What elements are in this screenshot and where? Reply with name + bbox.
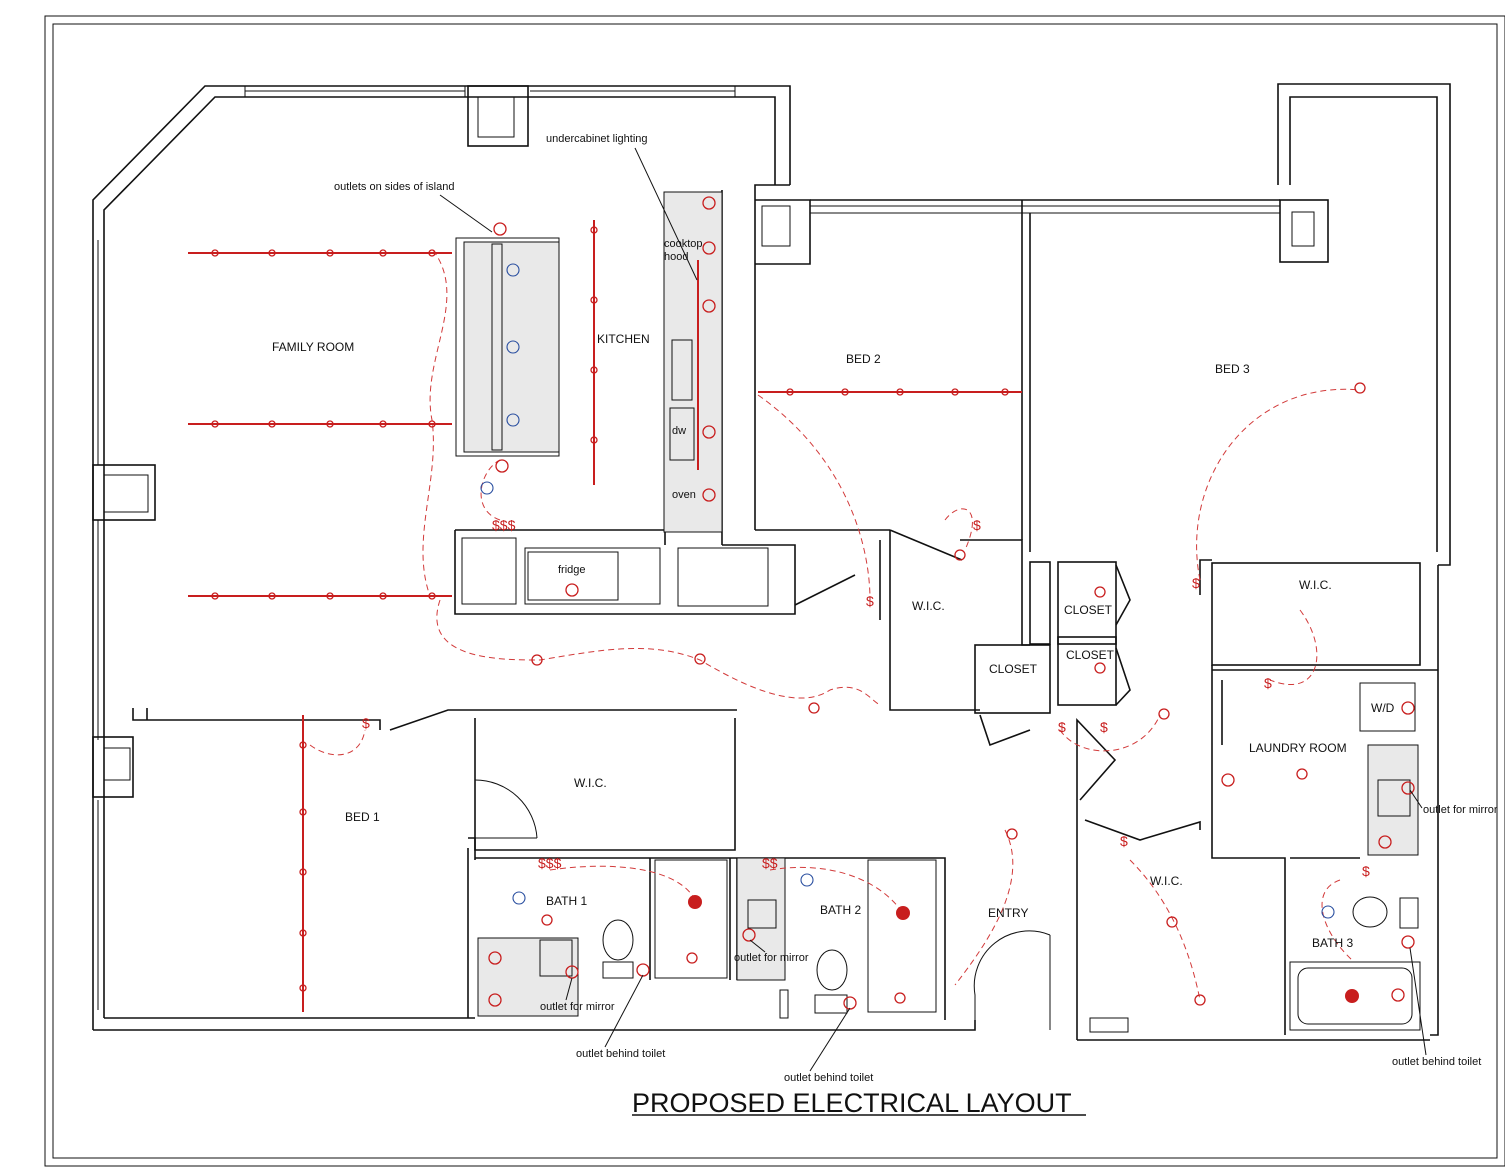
label-wic-bed2: W.I.C.	[912, 599, 945, 613]
switch-wic3: $	[1120, 833, 1128, 849]
track-light-17	[896, 388, 904, 396]
switch-wiring	[309, 249, 1361, 1001]
fixture-labels: cooktop hood dw oven fridge	[558, 238, 703, 576]
track-light-10	[211, 592, 219, 600]
track-light-26	[299, 868, 307, 876]
label-bed1: BED 1	[345, 810, 380, 824]
note-mirror-bath1: outlet for mirror	[540, 1001, 615, 1013]
label-wd: W/D	[1371, 701, 1395, 715]
track-light-5	[211, 420, 219, 428]
track-light-25	[299, 808, 307, 816]
track-light-13	[379, 592, 387, 600]
label-family-room: FAMILY ROOM	[272, 340, 354, 354]
track-light-2	[326, 249, 334, 257]
label-bath3: BATH 3	[1312, 936, 1353, 950]
switches: $$$ $ $ $ $ $ $ $ $$$ $$ $ $	[362, 517, 1370, 879]
label-entry: ENTRY	[988, 906, 1028, 920]
switch-wic: $	[973, 517, 981, 533]
switch-closet2: $	[1100, 719, 1108, 735]
track-light-20	[590, 226, 598, 234]
label-closet-c: CLOSET	[989, 662, 1038, 676]
track-light-11	[268, 592, 276, 600]
label-fridge: fridge	[558, 564, 586, 576]
track-light-22	[590, 366, 598, 374]
wet-area-lights	[688, 895, 1359, 1003]
label-kitchen: KITCHEN	[597, 332, 650, 346]
track-light-8	[379, 420, 387, 428]
label-wic-bed1: W.I.C.	[574, 776, 607, 790]
switch-kitchen: $$$	[492, 517, 516, 533]
label-bath1: BATH 1	[546, 894, 587, 908]
switch-bed2: $	[866, 593, 874, 609]
track-light-16	[841, 388, 849, 396]
label-dw: dw	[672, 425, 686, 437]
label-closet-a: CLOSET	[1064, 603, 1113, 617]
note-mirror-bath2: outlet for mirror	[734, 952, 809, 964]
label-bed2: BED 2	[846, 352, 881, 366]
inner-frame	[52, 23, 1498, 1159]
note-undercabinet: undercabinet lighting	[546, 133, 648, 145]
track-light-21	[590, 296, 598, 304]
outer-frame	[44, 15, 1505, 1167]
track-light-3	[379, 249, 387, 257]
switch-closet: $	[1058, 719, 1066, 735]
switch-bath2: $$	[762, 855, 778, 871]
track-light-19	[1001, 388, 1009, 396]
track-light-28	[299, 984, 307, 992]
recessed-lights	[480, 263, 1335, 919]
switch-laundry: $	[1264, 675, 1272, 691]
ceiling-fixtures	[531, 382, 1366, 1006]
track-light-7	[326, 420, 334, 428]
track-light-18	[951, 388, 959, 396]
switch-bath1: $$$	[538, 855, 562, 871]
label-hood: hood	[664, 251, 688, 263]
track-light-24	[299, 741, 307, 749]
room-labels: FAMILY ROOM KITCHEN BED 2 BED 3 W.I.C. C…	[272, 332, 1395, 950]
label-wic-bed3: W.I.C.	[1299, 578, 1332, 592]
track-light-6	[268, 420, 276, 428]
note-toilet-bath1: outlet behind toilet	[576, 1048, 665, 1060]
track-light-23	[590, 436, 598, 444]
track-light-12	[326, 592, 334, 600]
lighting-tracks	[188, 220, 1022, 1012]
track-light-9	[428, 420, 436, 428]
label-closet-b: CLOSET	[1066, 648, 1115, 662]
label-wic-bath3: W.I.C.	[1150, 874, 1183, 888]
track-light-15	[786, 388, 794, 396]
label-oven: oven	[672, 489, 696, 501]
label-bath2: BATH 2	[820, 903, 861, 917]
switch-bed1: $	[362, 715, 370, 731]
plan-title: PROPOSED ELECTRICAL LAYOUT	[632, 1088, 1072, 1118]
track-light-4	[428, 249, 436, 257]
note-mirror-laundry: outlet for mirror	[1423, 804, 1498, 816]
label-bed3: BED 3	[1215, 362, 1250, 376]
label-laundry: LAUNDRY ROOM	[1249, 741, 1347, 755]
note-toilet-bath3: outlet behind toilet	[1392, 1056, 1481, 1068]
outlets	[488, 196, 1415, 1010]
toilets	[602, 896, 1419, 1014]
switch-bed3: $	[1192, 575, 1200, 591]
track-light-1	[268, 249, 276, 257]
label-cooktop: cooktop	[664, 238, 703, 250]
track-light-0	[211, 249, 219, 257]
annotations: undercabinet lighting outlets on sides o…	[334, 133, 1498, 1084]
switch-bath3: $	[1362, 863, 1370, 879]
note-toilet-bath2: outlet behind toilet	[784, 1072, 873, 1084]
note-island-outlets: outlets on sides of island	[334, 181, 454, 193]
track-light-27	[299, 929, 307, 937]
track-light-14	[428, 592, 436, 600]
interior-walls	[132, 191, 1438, 1035]
